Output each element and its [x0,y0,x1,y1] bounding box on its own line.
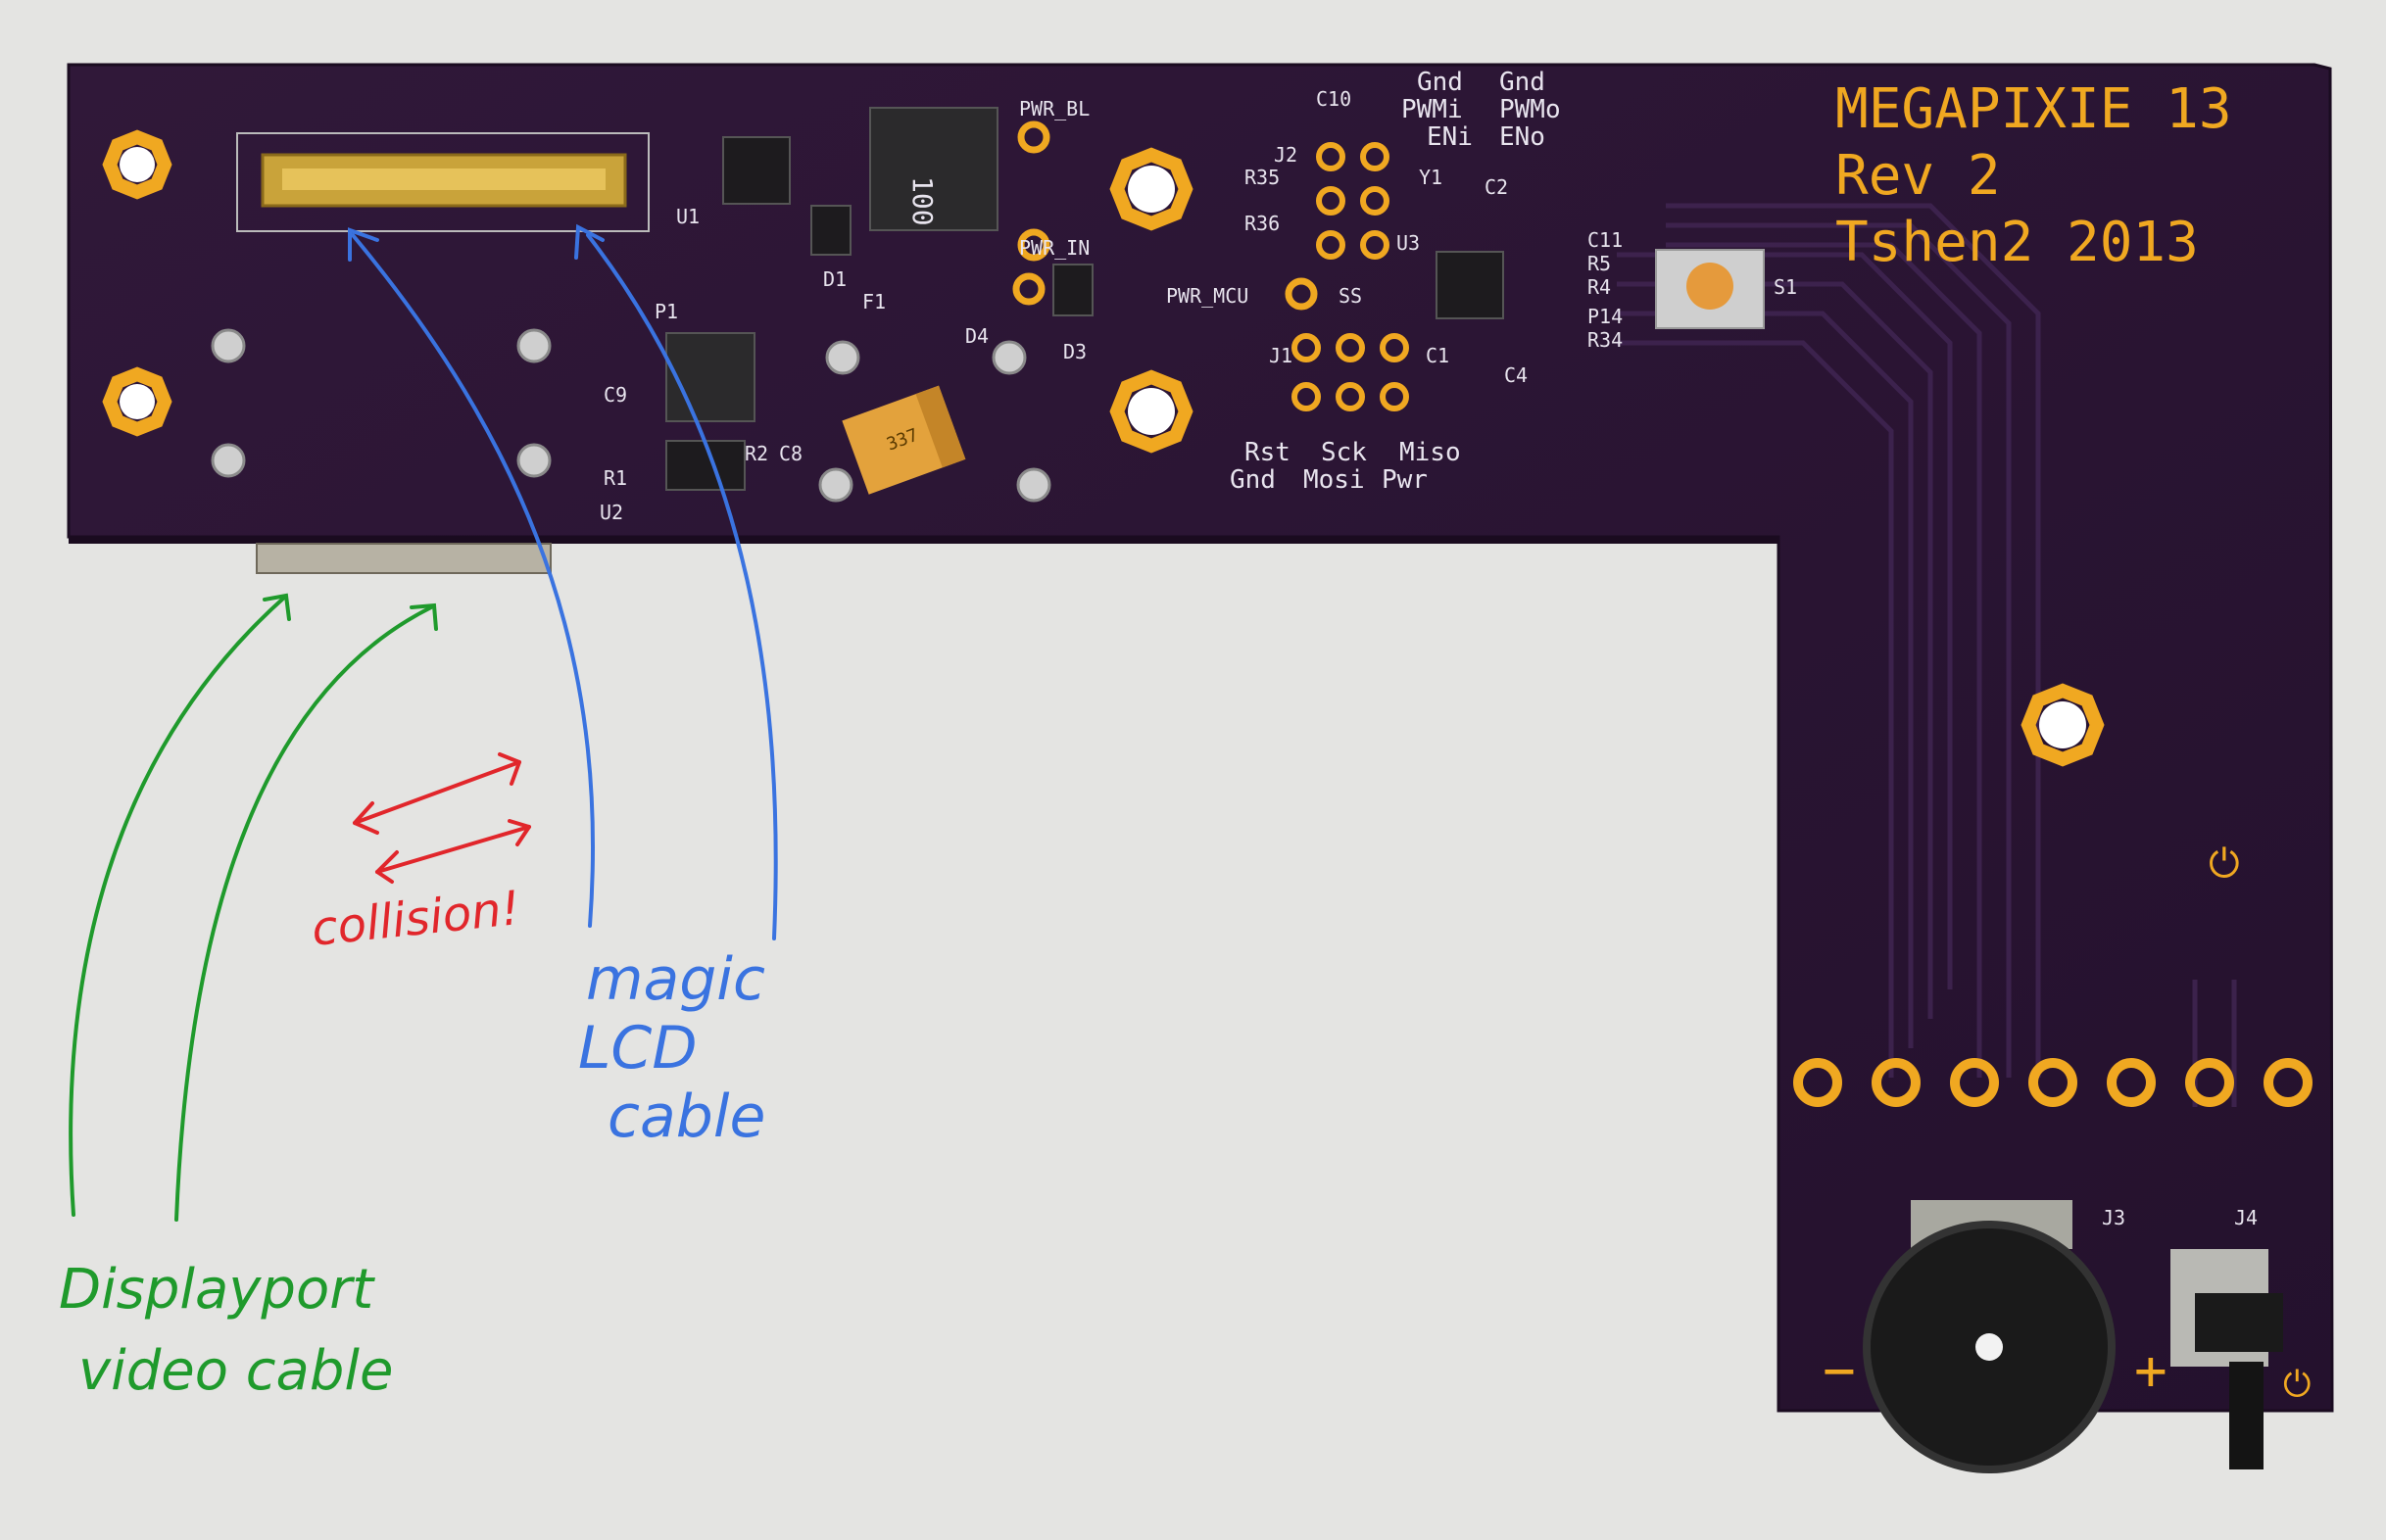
lcd-word: LCD [578,1014,698,1083]
label-pwr-mcu: PWR_MCU [1166,284,1248,308]
refdes: U3 [1396,231,1420,255]
refdes: Y1 [1419,166,1442,189]
label-pwmo: PWMo [1499,95,1561,124]
refdes: C1 [1426,344,1449,367]
refdes: J1 [1269,344,1292,367]
displayport-arrows [69,593,438,1222]
mounting-holes [102,129,2105,767]
lcd-cable-arrows [348,223,778,940]
inductor-small [665,332,755,422]
refdes: R5 [1587,252,1611,275]
refdes: C9 [604,383,627,407]
refdes: P1 [655,300,678,323]
title-line-1: MEGAPIXIE 13 [1835,77,2232,141]
inductor-large: 100 [869,107,998,231]
pot-plus-label: + [2134,1339,2167,1403]
refdes: U1 [676,205,700,228]
tantalum-cap: 337 [842,385,966,495]
label-mosi: Mosi [1303,465,1365,495]
refdes: R2 [745,442,768,465]
refdes: R35 [1244,166,1280,189]
mount-hole [1109,369,1193,454]
refdes: J2 [1274,143,1297,167]
label-pwr-in: PWR_IN [1019,236,1090,260]
refdes: R1 [604,466,627,490]
refdes: C8 [779,442,803,465]
tactile-switch [1655,249,1765,329]
label-gnd-1: Gnd [1417,68,1463,97]
refdes: C11 [1587,228,1623,252]
refdes: C4 [1504,363,1528,387]
label-pwr-bl: PWR_BL [1019,97,1090,120]
refdes: R4 [1587,275,1611,299]
label-pwmi: PWMi [1401,95,1463,124]
board-title: MEGAPIXIE 13 Rev 2 Tshen2 2013 [1835,77,2232,274]
refdes: S1 [1774,275,1797,299]
inductor-marking: 100 [906,176,939,226]
label-eni: ENi [1427,122,1473,152]
potentiometer [1863,1200,2116,1473]
j2-labels: Gnd Gnd PWMi PWMo ENi ENo [1401,68,1561,152]
refdes: C2 [1485,175,1508,199]
displayport-label: Displayport video cable [59,1258,393,1403]
pad-row [1793,1058,2313,1107]
mount-hole [102,129,172,200]
refdes: R34 [1587,328,1623,352]
slide-switch [2170,1249,2283,1469]
refdes: D4 [965,324,989,348]
ics [665,136,1504,491]
test-points [211,328,1051,503]
power-icon: ⏻ [2209,842,2240,887]
refdes: D1 [823,267,847,291]
title-line-2: Rev 2 [1835,144,2001,208]
refdes: J3 [2102,1206,2125,1229]
power-icon: ⏻ [2283,1365,2311,1405]
label-miso: Miso [1399,438,1461,467]
magic-word: magic [586,945,765,1014]
label-gnd-2: Gnd [1499,68,1545,97]
collision-arrows [353,752,531,884]
refdes-labels: C10 J2 Y1 C2 R35 R36 U3 C11 R5 R4 P14 R3… [600,87,2258,1229]
displayport-connector [256,543,552,574]
mount-hole [102,366,172,437]
label-pwr: Pwr [1382,465,1428,495]
displayport-word: Displayport [59,1258,375,1322]
label-ss: SS [1339,284,1362,308]
refdes: D3 [1063,340,1087,363]
refdes: P14 [1587,305,1623,328]
cable-word: cable [608,1083,765,1151]
label-rst: Rst [1244,438,1290,467]
label-eno: ENo [1499,122,1545,152]
magic-lcd-label: magic LCD cable [578,945,765,1151]
refdes: R36 [1244,212,1280,235]
label-gnd-3: Gnd [1230,465,1276,495]
mount-hole [2021,683,2105,767]
j1-labels: Rst Sck Miso Gnd Mosi Pwr [1230,438,1461,495]
header-j1 [1291,333,1409,411]
refdes: F1 [862,290,886,313]
collision-label: collision! [309,881,522,957]
refdes: J4 [2234,1206,2258,1229]
video-cable-word: video cable [78,1339,393,1403]
header-j2 [1316,142,1389,260]
title-line-3: Tshen2 2013 [1835,211,2199,274]
refdes: U2 [600,501,623,524]
lcd-connector [236,132,650,232]
mount-hole [1109,147,1193,231]
pot-minus-label: − [1823,1339,1856,1403]
pwr-pads [1012,120,1318,311]
refdes: C10 [1316,87,1351,111]
label-sck: Sck [1321,438,1367,467]
